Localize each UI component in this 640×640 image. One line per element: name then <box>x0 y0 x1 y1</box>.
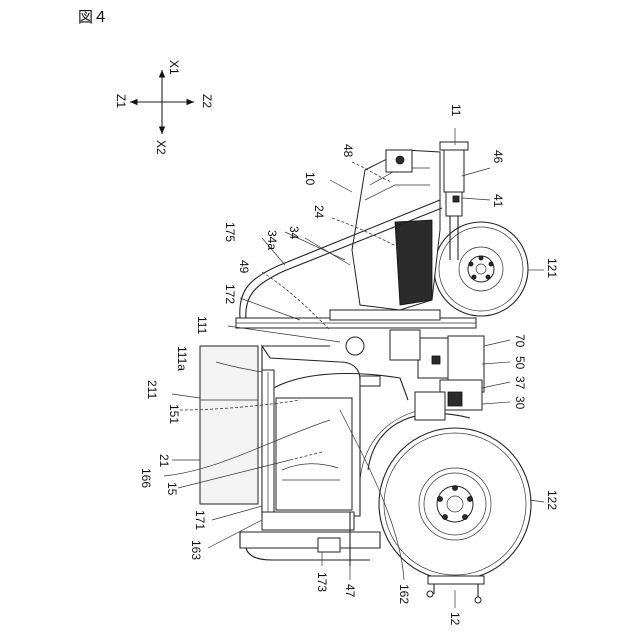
mast-11 <box>440 142 468 260</box>
axis-label-x2: X2 <box>154 140 168 155</box>
label-30: 30 <box>513 396 527 410</box>
label-171: 171 <box>193 510 207 530</box>
label-47: 47 <box>343 584 357 598</box>
axis-label-z2: Z2 <box>200 94 214 108</box>
label-34: 34 <box>287 226 301 240</box>
label-21: 21 <box>157 454 171 468</box>
label-111: 111 <box>195 316 209 335</box>
label-37: 37 <box>513 376 527 390</box>
label-162: 162 <box>397 584 411 604</box>
mid-assembly <box>346 330 484 420</box>
label-12: 12 <box>448 612 462 626</box>
label-50: 50 <box>513 356 527 370</box>
label-10: 10 <box>303 172 317 186</box>
label-211: 211 <box>145 380 159 399</box>
bottom-frame-173 <box>240 512 380 566</box>
label-24: 24 <box>312 205 326 219</box>
axis-label-x1: X1 <box>167 60 181 75</box>
attachment-12 <box>427 576 484 603</box>
label-166: 166 <box>139 468 153 488</box>
label-49: 49 <box>237 260 251 274</box>
frame-172 <box>236 310 476 328</box>
label-122: 122 <box>545 490 559 510</box>
label-172: 172 <box>223 284 237 304</box>
direction-indicator: X1 X2 Z1 Z2 <box>114 60 214 155</box>
label-48: 48 <box>341 144 355 158</box>
label-11: 11 <box>449 104 463 117</box>
label-46: 46 <box>491 150 505 164</box>
label-121: 121 <box>545 258 559 278</box>
wheel-122 <box>360 407 531 580</box>
label-173: 173 <box>315 572 329 592</box>
label-163: 163 <box>189 540 203 560</box>
axis-label-z1: Z1 <box>114 94 128 108</box>
label-41: 41 <box>491 194 505 208</box>
label-15: 15 <box>165 482 179 496</box>
label-151: 151 <box>167 404 181 424</box>
label-175: 175 <box>223 222 237 242</box>
label-34a: 34a <box>265 230 279 250</box>
wheel-121 <box>434 222 528 316</box>
label-70: 70 <box>513 334 527 348</box>
member-171 <box>262 370 274 520</box>
label-111a: 111a <box>175 346 189 371</box>
